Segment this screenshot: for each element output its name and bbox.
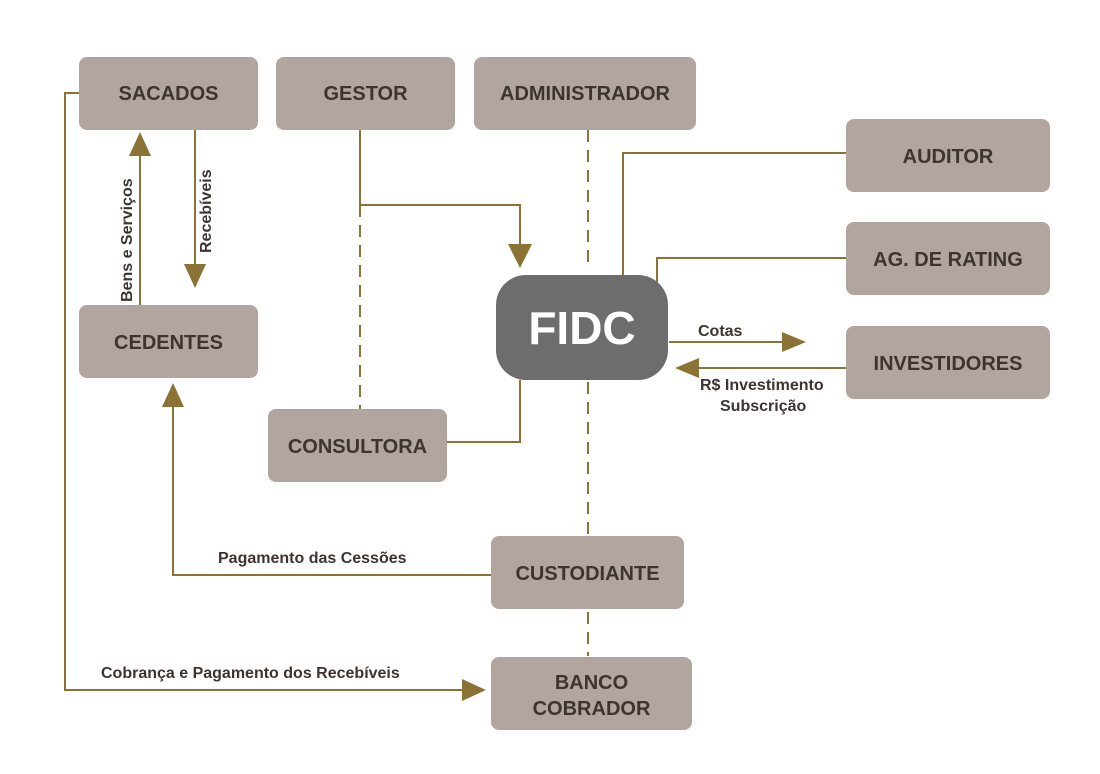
node-investidores: INVESTIDORES: [846, 326, 1050, 399]
node-banco-cobrador: BANCO COBRADOR: [491, 657, 692, 730]
edge-label-cobranca-pagamento: Cobrança e Pagamento dos Recebíveis: [101, 665, 400, 682]
edge-label-bens-servicos: Bens e Serviços: [119, 178, 136, 302]
node-fidc: FIDC: [496, 275, 668, 380]
pagamento-cessoes-connector: [172, 405, 491, 576]
cobranca-arrowhead: [462, 679, 486, 701]
node-cedentes: CEDENTES: [79, 305, 258, 378]
recebiveis-arrowhead: [184, 264, 206, 288]
node-administrador-label: ADMINISTRADOR: [500, 83, 671, 105]
investimento-arrowhead: [675, 358, 699, 378]
gestor-to-fidc-connector: [359, 130, 521, 265]
node-gestor-label: GESTOR: [323, 83, 408, 105]
cobranca-connector: [64, 92, 465, 691]
edge-label-recebiveis: Recebíveis: [198, 169, 215, 253]
node-cedentes-label: CEDENTES: [114, 332, 223, 354]
edge-label-pagamento-cessoes: Pagamento das Cessões: [218, 550, 407, 567]
node-auditor-label: AUDITOR: [903, 146, 994, 168]
edge-label-investimento-line2: Subscrição: [720, 398, 806, 415]
rating-connector: [656, 257, 846, 284]
consultora-connector: [447, 380, 521, 443]
node-gestor: GESTOR: [276, 57, 455, 130]
node-ag-rating: AG. DE RATING: [846, 222, 1050, 295]
node-consultora-label: CONSULTORA: [288, 436, 427, 458]
edge-label-cotas: Cotas: [698, 323, 743, 340]
node-custodiante: CUSTODIANTE: [491, 536, 684, 609]
node-fidc-label: FIDC: [528, 302, 635, 354]
bens-servicos-arrowhead: [129, 132, 151, 156]
pagamento-cessoes-arrowhead: [162, 383, 184, 407]
cotas-arrowhead: [782, 332, 806, 352]
node-administrador: ADMINISTRADOR: [474, 57, 696, 130]
node-banco-cobrador-label-line2: COBRADOR: [533, 698, 651, 720]
node-banco-cobrador-label-line1: BANCO: [555, 672, 628, 694]
edge-label-investimento-line1: R$ Investimento: [700, 377, 824, 394]
node-sacados-label: SACADOS: [118, 83, 218, 105]
node-ag-rating-label: AG. DE RATING: [873, 249, 1023, 271]
node-auditor: AUDITOR: [846, 119, 1050, 192]
node-investidores-label: INVESTIDORES: [874, 353, 1023, 375]
node-custodiante-label: CUSTODIANTE: [515, 563, 659, 585]
node-consultora: CONSULTORA: [268, 409, 447, 482]
auditor-connector: [622, 152, 846, 276]
node-sacados: SACADOS: [79, 57, 258, 130]
gestor-to-fidc-arrowhead: [508, 244, 532, 268]
